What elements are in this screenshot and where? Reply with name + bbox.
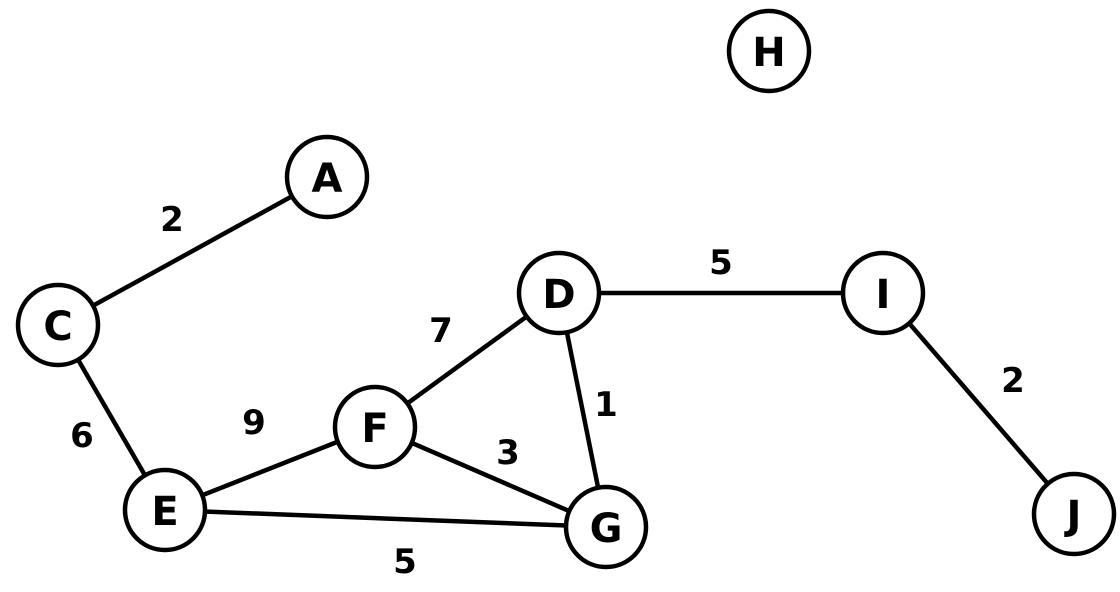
node-label-i: I (876, 272, 891, 318)
edge-c-a (55, 174, 330, 328)
node-label-e: E (151, 489, 178, 535)
edge-weight-c-a: 2 (160, 200, 184, 240)
node-circle-f (332, 384, 418, 470)
node-label-h: H (752, 30, 785, 76)
edge-weight-d-i: 5 (709, 243, 733, 283)
edge-e-g (162, 507, 609, 530)
edge-weight-d-g: 1 (594, 385, 618, 425)
node-circle-i (840, 250, 926, 336)
node-label-g: G (590, 506, 623, 552)
edge-weight-c-e: 6 (70, 416, 94, 456)
node-d: D (516, 250, 602, 336)
node-i: I (840, 250, 926, 336)
node-j: J (1031, 471, 1117, 557)
node-g: G (563, 484, 649, 570)
nodes-layer: A C D E F G H I J (15, 8, 1117, 570)
node-c: C (15, 282, 101, 368)
node-circle-e (122, 467, 208, 553)
node-a: A (284, 134, 370, 220)
node-h: H (726, 8, 812, 94)
edge-weight-i-j: 2 (1001, 361, 1025, 401)
edges-layer (55, 174, 1077, 530)
node-label-a: A (312, 156, 343, 202)
node-circle-d (516, 250, 602, 336)
node-circle-j (1031, 471, 1117, 557)
edge-weight-f-d: 7 (429, 311, 453, 351)
node-circle-c (15, 282, 101, 368)
edge-weight-e-g: 5 (393, 542, 417, 582)
node-circle-g (563, 484, 649, 570)
node-label-f: F (361, 406, 388, 452)
node-label-d: D (542, 272, 575, 318)
edge-weight-f-g: 3 (496, 433, 520, 473)
edge-i-j (880, 290, 1077, 517)
node-circle-h (726, 8, 812, 94)
node-label-c: C (43, 304, 72, 350)
node-circle-a (284, 134, 370, 220)
weights-layer: 2 6 9 5 7 3 1 5 2 (70, 200, 1025, 582)
node-e: E (122, 467, 208, 553)
node-label-j: J (1064, 493, 1082, 539)
node-f: F (332, 384, 418, 470)
edge-weight-e-f: 9 (242, 403, 266, 443)
